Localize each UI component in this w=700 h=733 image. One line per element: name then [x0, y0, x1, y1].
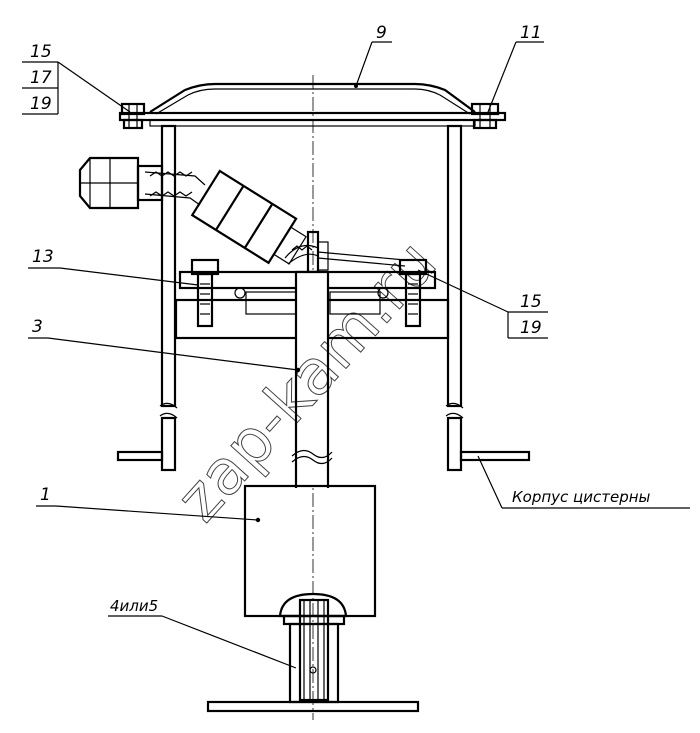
screw-right: [398, 258, 428, 328]
callout-3: 3: [32, 317, 43, 337]
callout-9: 9: [376, 23, 387, 43]
cover-lid: [118, 82, 507, 127]
sensor-body: [190, 169, 307, 265]
callout-19-top: 19: [30, 94, 52, 114]
callout-19-right: 19: [520, 318, 542, 338]
housing-left-wall: [159, 124, 178, 472]
leader-lines: [22, 41, 690, 669]
housing-right-wall: [445, 124, 464, 472]
base-plate: [206, 700, 420, 713]
tank-body-label: Корпус цистерны: [512, 488, 651, 506]
callout-17: 17: [30, 68, 52, 88]
callout-13: 13: [32, 247, 54, 267]
contact-post: [306, 230, 329, 274]
cable-gland: [78, 156, 206, 210]
callout-11: 11: [520, 23, 542, 43]
callout-4-or-5: 4или5: [110, 597, 158, 615]
tank-shell: [116, 450, 531, 462]
callout-1: 1: [40, 485, 51, 505]
screw-left: [190, 258, 220, 328]
callout-15-top: 15: [30, 42, 52, 62]
bolt-right-top: [470, 102, 500, 130]
callout-15-right: 15: [520, 292, 542, 312]
float: [243, 484, 377, 618]
bolt-left-top: [120, 102, 146, 130]
guide-rod: [291, 270, 333, 488]
